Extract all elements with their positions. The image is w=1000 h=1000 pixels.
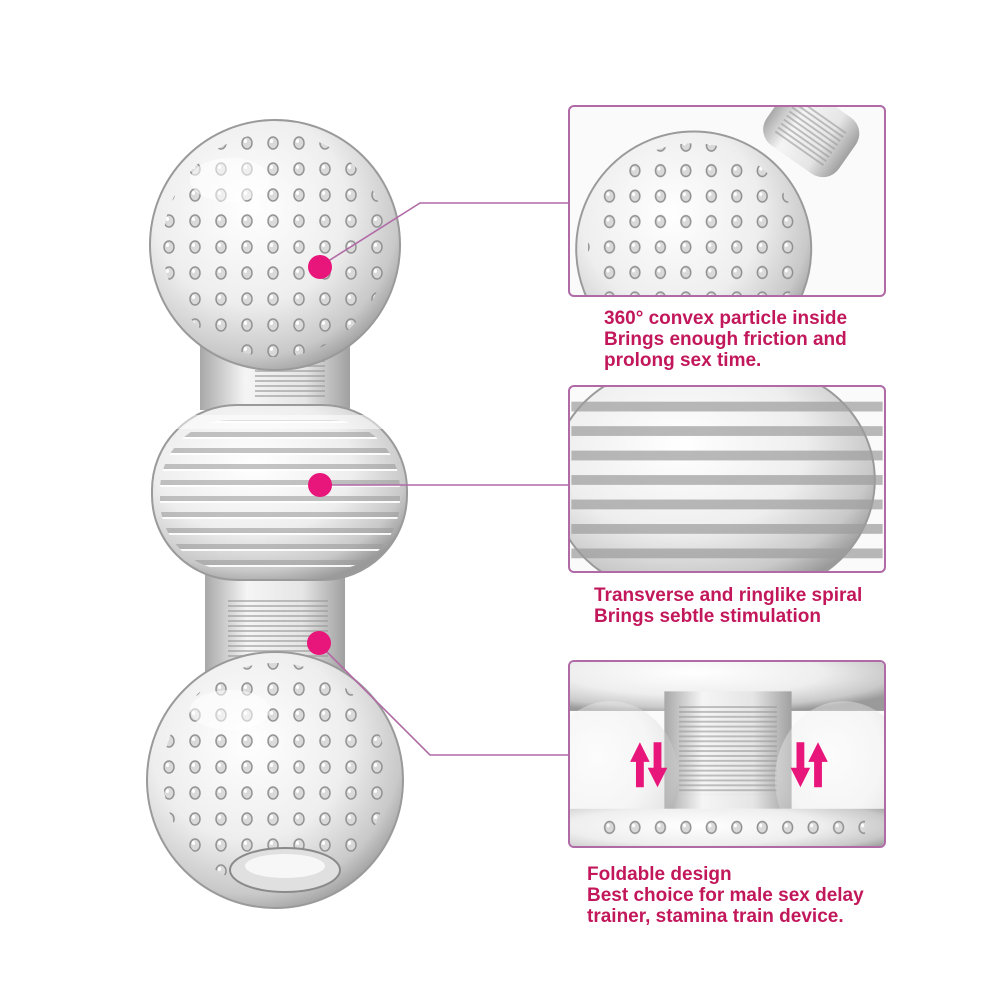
caption-foldable-line-1: Foldable design	[587, 864, 732, 885]
fold-arrows-right	[790, 742, 828, 788]
leader-lines	[317, 202, 568, 756]
leader-line-particle	[321, 202, 568, 266]
detail-panel-particle	[568, 105, 886, 297]
bottom-ball	[146, 651, 404, 909]
markers	[307, 255, 332, 655]
particle-closeup	[575, 107, 860, 295]
fold-arrows-left	[630, 742, 668, 788]
marker-spiral	[308, 473, 332, 497]
detail-panel-spiral	[568, 385, 886, 573]
leader-line-foldable	[317, 642, 568, 756]
spiral-closeup	[570, 387, 883, 571]
caption-spiral: Transverse and ringlike spiral Brings se…	[594, 585, 862, 627]
caption-spiral-line-1: Transverse and ringlike spiral	[594, 585, 863, 606]
caption-foldable: Foldable design Best choice for male sex…	[587, 864, 864, 927]
middle-ribbed-section	[151, 404, 408, 581]
top-ball	[149, 119, 401, 371]
caption-spiral-line-2: Brings sebtle stimulation	[594, 606, 821, 627]
caption-particle-line-3: prolong sex time.	[604, 350, 762, 371]
caption-foldable-line-3: trainer, stamina train device.	[587, 906, 844, 927]
marker-particle	[308, 255, 332, 279]
caption-particle: 360° convex particle inside Brings enoug…	[604, 308, 847, 371]
caption-particle-line-2: Brings enough friction and	[604, 329, 847, 350]
detail-panel-foldable	[568, 660, 886, 848]
marker-foldable	[307, 631, 331, 655]
caption-particle-line-1: 360° convex particle inside	[604, 308, 848, 329]
foldable-closeup	[570, 662, 884, 846]
caption-foldable-line-2: Best choice for male sex delay	[587, 885, 864, 906]
